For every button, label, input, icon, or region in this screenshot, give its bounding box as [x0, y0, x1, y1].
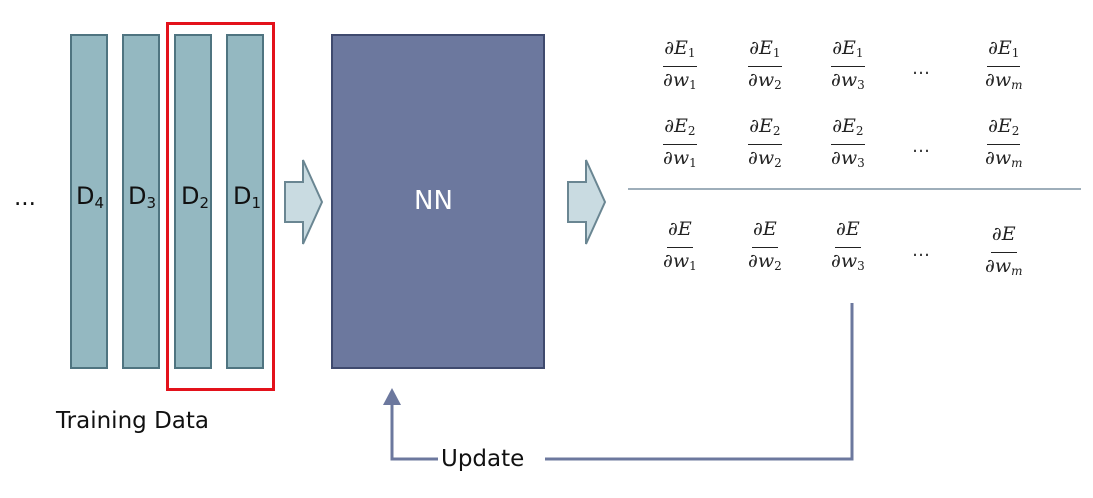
gradient-e-w2: ∂E∂w2 [748, 218, 782, 273]
gradient-e1-w1: ∂E1∂w1 [663, 37, 697, 92]
update-line-left [390, 402, 438, 461]
gradient-e2-wm: ∂E2∂wm [985, 115, 1023, 170]
gradient-e2-w3: ∂E2∂w3 [831, 115, 865, 170]
gradient-row2-ellipsis: … [912, 136, 930, 157]
output-arrow-icon [567, 159, 607, 245]
current-batch-highlight [166, 22, 275, 391]
data-batch-bar-d3 [122, 34, 160, 369]
training-data-caption: Training Data [56, 408, 209, 434]
update-label: Update [441, 446, 525, 472]
gradient-e1-w3: ∂E1∂w3 [831, 37, 865, 92]
gradient-e2-w2: ∂E2∂w2 [748, 115, 782, 170]
data-batch-label-d3: D3 [128, 182, 157, 212]
gradient-e1-w2: ∂E1∂w2 [748, 37, 782, 92]
update-arrowhead-icon [383, 388, 401, 405]
gradient-e-w3: ∂E∂w3 [831, 218, 865, 273]
input-arrow-icon [284, 159, 324, 245]
data-batch-label-d4: D4 [76, 182, 105, 212]
gradient-e-wm: ∂E∂wm [985, 223, 1023, 278]
update-line-right [545, 303, 854, 461]
gradient-e2-w1: ∂E2∂w1 [663, 115, 697, 170]
gradient-e1-wm: ∂E1∂wm [985, 37, 1023, 92]
neural-network-label: NN [414, 186, 453, 216]
gradient-row1-ellipsis: … [912, 58, 930, 79]
data-batch-label-d2: D2 [181, 182, 210, 212]
gradient-e-w1: ∂E∂w1 [663, 218, 697, 273]
data-batch-bar-d2 [174, 34, 212, 369]
neural-network-box [331, 34, 545, 369]
gradient-sum-ellipsis: … [912, 240, 930, 261]
leading-ellipsis: ... [14, 185, 36, 211]
data-batch-bar-d1 [226, 34, 264, 369]
data-batch-label-d1: D1 [233, 182, 262, 212]
data-batch-bar-d4 [70, 34, 108, 369]
